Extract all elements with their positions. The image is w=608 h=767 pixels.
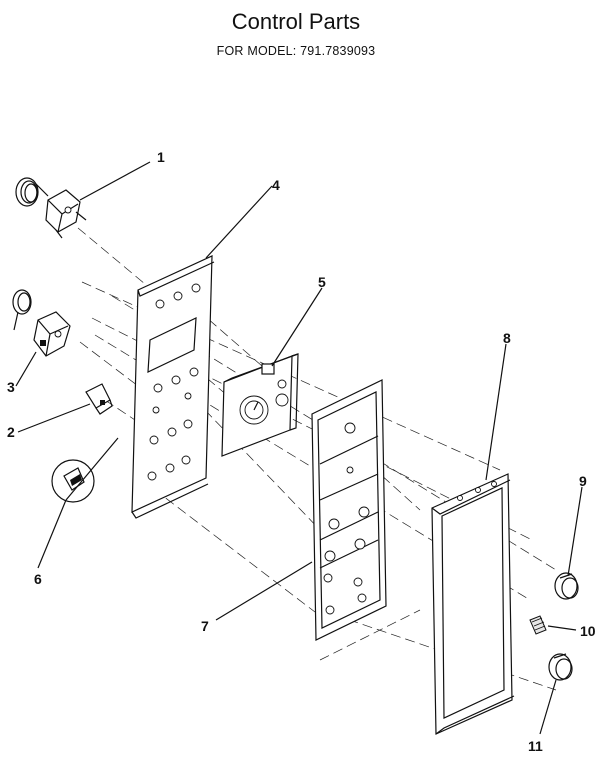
callout-11: 11 (528, 738, 543, 754)
part-10-spring (529, 615, 547, 635)
part-4-bracket (131, 255, 215, 519)
panel-knob-holes (323, 422, 370, 615)
callout-6: 6 (34, 571, 42, 587)
callout-7: 7 (201, 618, 209, 634)
part-1-thermostat (15, 177, 87, 239)
callout-8: 8 (503, 330, 511, 346)
callout-3: 3 (7, 379, 15, 395)
part-5-clock (221, 353, 299, 457)
part-9-knob (554, 572, 579, 600)
callout-2: 2 (7, 424, 15, 440)
diagram-title: Control Parts (232, 9, 360, 34)
callout-4: 4 (272, 177, 280, 193)
bracket-holes (147, 283, 201, 481)
part-3-thermostat (12, 289, 71, 357)
part-2-switch (85, 383, 113, 415)
model-subtitle: FOR MODEL: 791.7839093 (217, 44, 376, 58)
part-6-clip (51, 459, 95, 503)
callout-9: 9 (579, 473, 587, 489)
callout-5: 5 (318, 274, 326, 290)
part-8-frame (431, 473, 515, 735)
part-7-control-panel (311, 379, 387, 641)
part-11-knob (548, 653, 573, 681)
leader-lines (15, 161, 583, 735)
callout-1: 1 (157, 149, 165, 165)
callout-10: 10 (580, 623, 596, 639)
